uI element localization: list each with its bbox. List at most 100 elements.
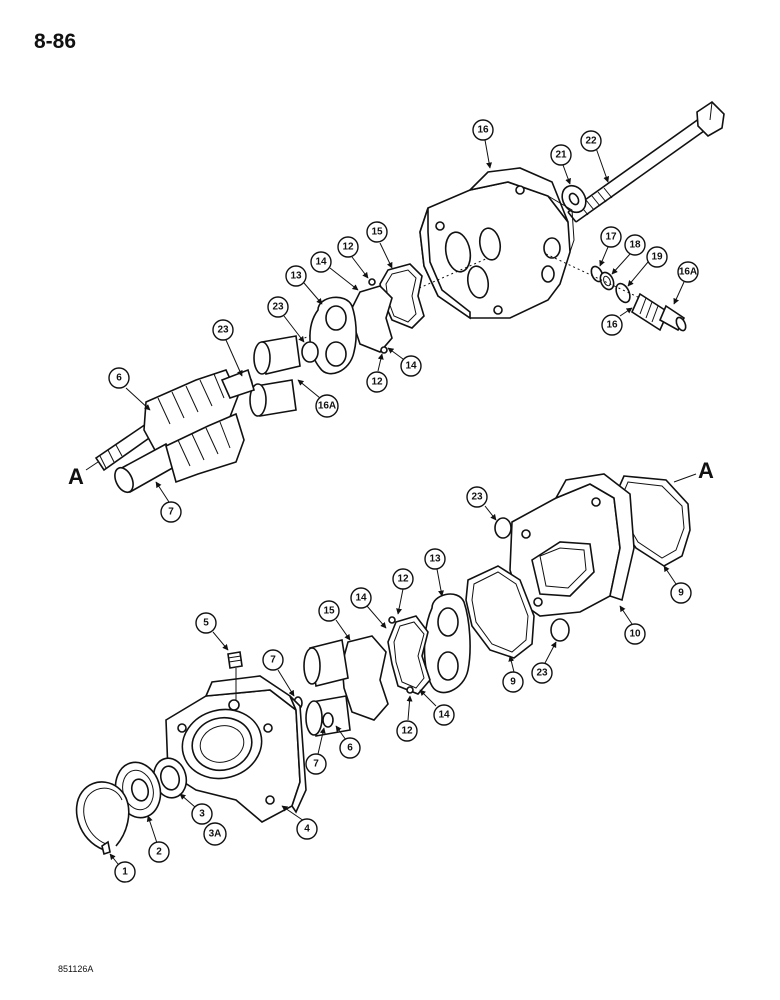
callout-23: 21 <box>550 144 572 185</box>
plug-6 <box>227 651 243 700</box>
callout-3: 3 <box>179 793 213 825</box>
callout-12-top: 12 <box>337 236 369 279</box>
continuation-marker-right: A <box>673 458 714 483</box>
callout-16: 16 <box>472 119 494 169</box>
callout-8-middle: 9 <box>502 655 524 693</box>
driven-gear-shaft-11 <box>114 412 245 494</box>
callout-11: 7 <box>155 481 182 523</box>
callout-17: 16 <box>601 307 633 336</box>
back-plate-9 <box>509 473 635 617</box>
relief-valve-18 <box>630 292 687 332</box>
svg-text:23: 23 <box>217 325 229 336</box>
continuation-marker-left: A <box>68 461 99 489</box>
callout-14-top: 14 <box>310 251 359 291</box>
svg-text:13: 13 <box>429 554 441 565</box>
svg-text:22: 22 <box>585 136 597 147</box>
callout-9: 10 <box>619 605 646 645</box>
callout-16A: 16A <box>297 379 339 418</box>
callout-21: 19 <box>627 246 668 287</box>
callout-18: 16A <box>673 261 699 305</box>
bottom-seal-set <box>341 615 431 721</box>
callout-15-bottom: 15 <box>318 600 351 641</box>
valve-parts <box>590 265 631 304</box>
callout-2: 2 <box>146 815 170 863</box>
svg-text:15: 15 <box>323 606 335 617</box>
callout-22-bottom: 23 <box>531 641 557 684</box>
callout-5: 6 <box>335 725 361 759</box>
callout-12-bottom-top: 12 <box>392 568 414 615</box>
figure-code: 851126A <box>58 964 94 974</box>
svg-text:9: 9 <box>678 588 684 599</box>
svg-text:19: 19 <box>651 252 663 263</box>
front-housing-4 <box>165 675 307 823</box>
svg-text:10: 10 <box>629 629 641 640</box>
assembly-centrelines <box>299 253 641 341</box>
washer-23 <box>561 184 587 214</box>
svg-text:3: 3 <box>199 809 205 820</box>
svg-text:6: 6 <box>347 743 353 754</box>
wear-plate-13-bottom <box>423 593 471 694</box>
svg-text:2: 2 <box>156 847 162 858</box>
svg-text:14: 14 <box>438 710 450 721</box>
svg-text:17: 17 <box>605 232 617 243</box>
callout-14-lower: 14 <box>387 347 422 377</box>
seal-ring-8-middle <box>465 565 535 659</box>
callout-8-right: 9 <box>663 565 692 604</box>
callout-13-top: 13 <box>285 265 323 305</box>
svg-text:16A: 16A <box>679 267 697 278</box>
svg-text:15: 15 <box>371 227 383 238</box>
svg-text:6: 6 <box>116 373 122 384</box>
bushings-16A <box>239 335 319 417</box>
svg-text:A: A <box>698 458 714 483</box>
svg-text:12: 12 <box>397 574 409 585</box>
svg-text:23: 23 <box>536 668 548 679</box>
callout-20: 18 <box>611 234 646 275</box>
svg-text:7: 7 <box>270 655 276 666</box>
callout-22-right: 23 <box>466 486 497 521</box>
callout-14-bottom-top: 14 <box>350 587 387 629</box>
callout-6: 5 <box>195 612 229 651</box>
svg-text:3A: 3A <box>209 829 222 840</box>
pump-housing-16 <box>419 167 575 320</box>
top-seal-set <box>351 263 425 354</box>
svg-text:16A: 16A <box>318 401 336 412</box>
page-number: 8-86 <box>34 30 77 53</box>
svg-text:7: 7 <box>168 507 174 518</box>
svg-text:21: 21 <box>555 150 567 161</box>
bolt-24 <box>567 100 725 223</box>
svg-text:5: 5 <box>203 618 209 629</box>
callout-10: 6 <box>108 367 151 411</box>
svg-text:14: 14 <box>315 257 327 268</box>
wear-plate-13 <box>309 296 357 375</box>
callout-3A: 3A <box>203 822 227 846</box>
callout-12-lower: 12 <box>366 353 388 393</box>
callout-12-bottom-lower: 12 <box>396 695 418 742</box>
svg-text:12: 12 <box>401 726 413 737</box>
svg-text:A: A <box>68 464 84 489</box>
callout-1: 1 <box>109 853 136 883</box>
svg-text:1: 1 <box>122 867 128 878</box>
svg-text:23: 23 <box>272 302 284 313</box>
callout-13-bottom: 13 <box>424 548 446 597</box>
svg-text:18: 18 <box>629 240 641 251</box>
svg-text:14: 14 <box>355 593 367 604</box>
shaft-seal-3 <box>152 757 188 799</box>
callout-15-top: 15 <box>366 221 393 269</box>
svg-text:16: 16 <box>477 125 489 136</box>
svg-text:16: 16 <box>606 320 618 331</box>
svg-text:14: 14 <box>405 361 417 372</box>
svg-text:13: 13 <box>290 271 302 282</box>
callout-22-top-left: 23 <box>212 319 243 377</box>
callout-14-bottom-lower: 14 <box>419 689 455 726</box>
svg-text:7: 7 <box>313 759 319 770</box>
svg-text:23: 23 <box>471 492 483 503</box>
svg-text:12: 12 <box>342 242 354 253</box>
svg-text:4: 4 <box>304 824 310 835</box>
snap-ring-1 <box>75 781 130 856</box>
svg-text:12: 12 <box>371 377 383 388</box>
callout-19: 17 <box>599 226 622 267</box>
callout-24: 22 <box>580 130 610 183</box>
callout-22-top-right: 23 <box>267 296 305 343</box>
callout-4: 4 <box>281 805 318 840</box>
